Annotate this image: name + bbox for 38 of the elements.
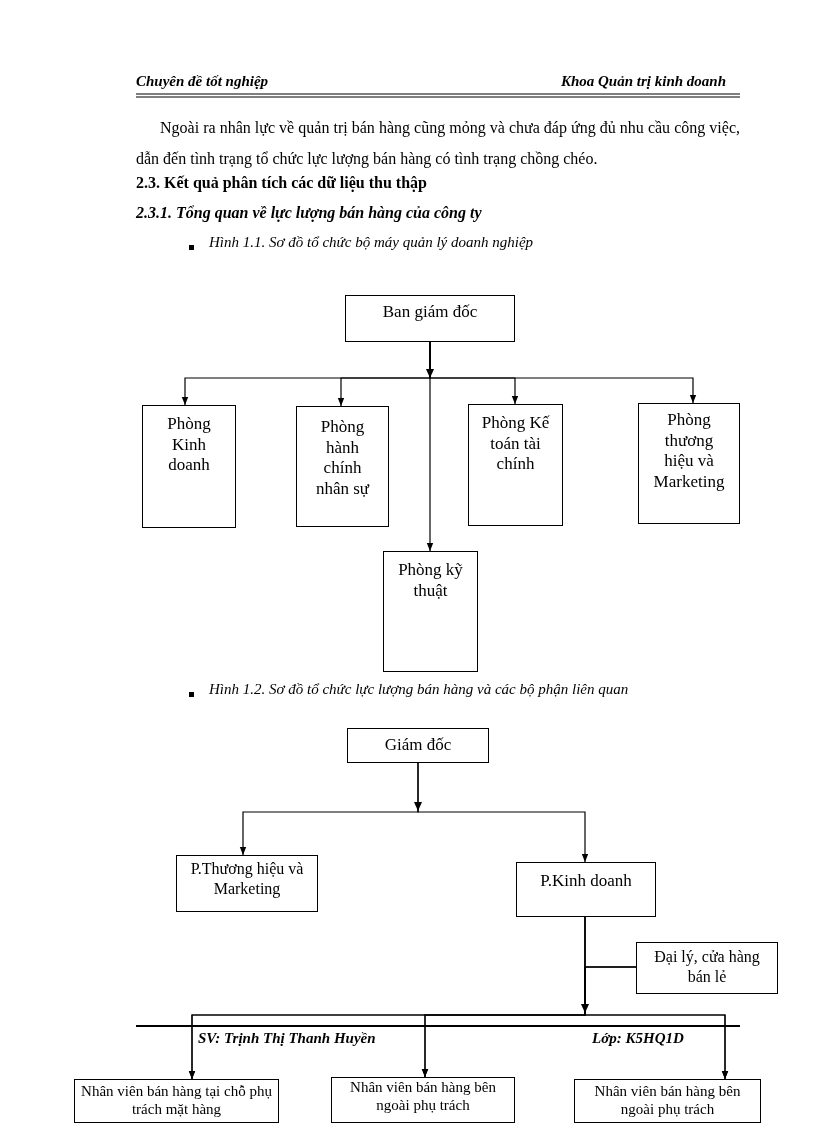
org-chart-box — [345, 295, 515, 342]
org-chart-box — [383, 551, 478, 672]
box-label: Phòng kỹ thuật — [397, 560, 464, 602]
box-label: P.Thương hiệu và Marketing — [189, 859, 305, 899]
figure-caption: Hình 1.2. Sơ đồ tổ chức lực lượng bán hàng và các bộ phận liên quan — [209, 680, 630, 699]
box-label: Nhân viên bán hàng tại chỗ phụ trách mặt hàng — [81, 1082, 272, 1119]
box-label: Phòng Kế toán tài chính — [480, 413, 551, 476]
box-label: Ban giám đốc — [381, 302, 479, 323]
org-chart-box — [296, 406, 389, 527]
box-label: Phòng hành chính nhân sự — [314, 417, 371, 500]
page-footer: Lớp: K5HQ1D — [592, 1029, 742, 1048]
section-heading: 2.3. Kết quả phân tích các dữ liệu thu thập — [136, 173, 428, 193]
box-label: Phòng Kinh doanh — [166, 414, 212, 477]
org-chart-box — [142, 405, 236, 528]
org-chart-box — [468, 404, 563, 526]
page-footer: SV: Trịnh Thị Thanh Huyền — [198, 1029, 438, 1048]
box-label: Nhân viên bán hàng bên ngoài phụ trách — [593, 1082, 742, 1119]
figure-caption: Hình 1.1. Sơ đồ tổ chức bộ máy quản lý doanh nghiệp — [209, 233, 535, 252]
connector-arrow — [426, 341, 434, 552]
box-label: P.Kinh doanh — [539, 871, 633, 892]
connector-arrow — [584, 966, 729, 1080]
org-chart-box — [347, 728, 489, 763]
page-header: Chuyên đề tốt nghiệp — [136, 72, 270, 91]
box-label: Phòng thương hiệu và Marketing — [652, 410, 726, 493]
org-chart-box — [176, 855, 318, 912]
org-chart-box — [638, 403, 740, 524]
connector-arrow — [417, 762, 589, 863]
box-label: Đại lý, cửa hàng bán lẻ — [653, 947, 761, 987]
org-chart-box — [636, 942, 778, 994]
org-chart-box — [74, 1079, 279, 1123]
body-paragraph: Ngoài ra nhân lực về quản trị bán hàng cũng mỏng và chưa đáp ứng đủ nhu cầu công việc, dẫn đến tình trạng tổ chức lực lượng bán hàng có tình trạng chồng chéo. — [136, 118, 740, 170]
page-header: Khoa Quản trị kinh doanh — [559, 72, 726, 91]
subsection-heading: 2.3.1. Tổng quan về lực lượng bán hàng của công ty — [136, 203, 483, 223]
org-chart-box — [574, 1079, 761, 1123]
org-chart-box — [516, 862, 656, 917]
box-label: Giám đốc — [383, 735, 453, 756]
org-chart-box — [331, 1077, 515, 1123]
box-label: Nhân viên bán hàng bên ngoài phụ trách — [349, 1078, 497, 1115]
